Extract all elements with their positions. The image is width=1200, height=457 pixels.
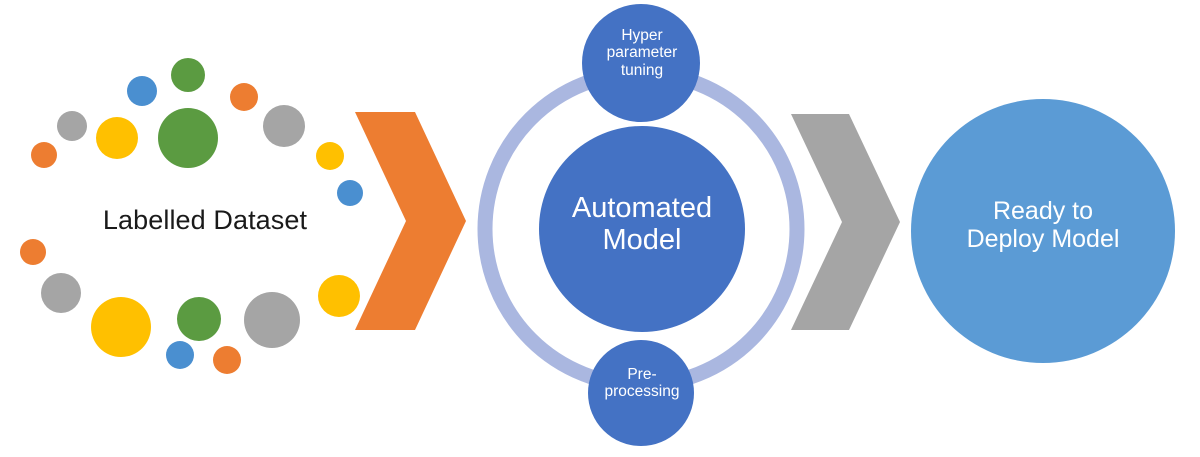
dataset-dot [96,117,138,159]
dataset-dot [316,142,344,170]
orange-chevron-icon [355,112,466,330]
preprocessing-label: Pre- processing [604,366,680,401]
dataset-dot [177,297,221,341]
dataset-dot [213,346,241,374]
dataset-dot [263,105,305,147]
automated-model-label: Automated Model [571,192,713,257]
dataset-dot [20,239,46,265]
dataset-dot [244,292,300,348]
ready-to-deploy-label: Ready to Deploy Model [966,197,1120,253]
dataset-dot [91,297,151,357]
ready-to-deploy-circle [911,99,1175,363]
hyperparameter-tuning-label: Hyper parameter tuning [606,27,678,79]
dataset-dot [31,142,57,168]
dataset-dot-cluster [20,58,363,374]
automated-model-circle [539,126,745,332]
dataset-dot [230,83,258,111]
hyperparameter-tuning-circle [582,4,700,122]
dataset-dot [158,108,218,168]
dataset-dot [57,111,87,141]
preprocessing-circle [588,340,694,446]
dataset-dot [166,341,194,369]
dataset-dot [127,76,157,106]
labelled-dataset-label: Labelled Dataset [102,205,308,235]
gray-chevron-icon [791,114,900,330]
dataset-dot [337,180,363,206]
dataset-dot [171,58,205,92]
dataset-dot [318,275,360,317]
dataset-dot [41,273,81,313]
